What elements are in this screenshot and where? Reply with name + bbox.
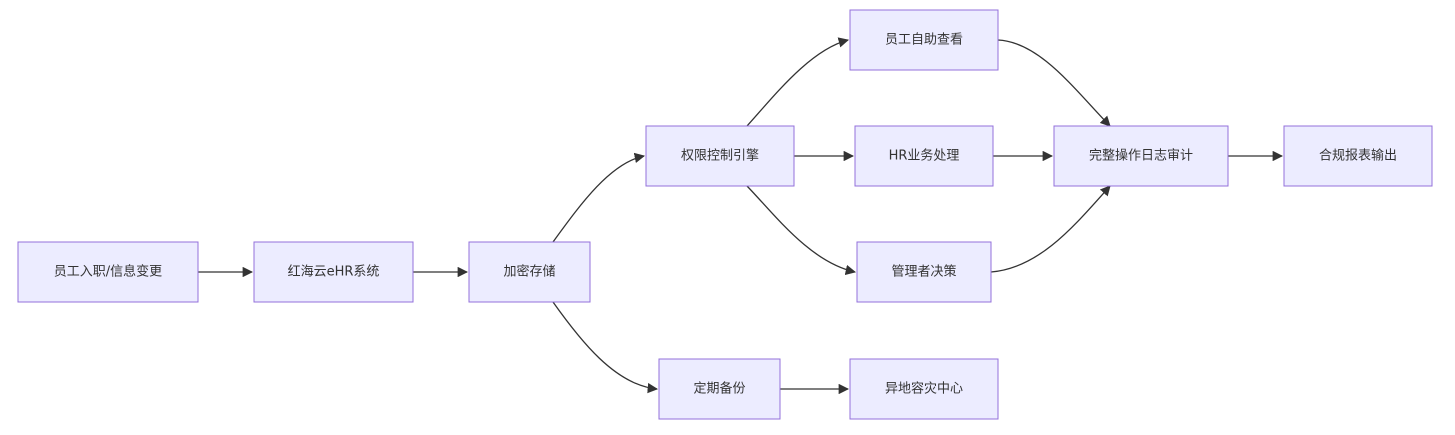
nodes: 员工入职/信息变更 红海云eHR系统 加密存储 权限控制引擎 定期备份 员工自助… [17, 9, 1433, 420]
node-report: 合规报表输出 [1283, 125, 1433, 187]
node-backup-label: 定期备份 [693, 381, 745, 397]
node-audit: 完整操作日志审计 [1053, 125, 1229, 187]
node-disaster: 异地容灾中心 [849, 358, 999, 420]
node-ehr-label: 红海云eHR系统 [288, 264, 380, 280]
node-hrprocess: HR业务处理 [854, 125, 994, 187]
node-encrypt-label: 加密存储 [503, 264, 555, 280]
node-onboard: 员工入职/信息变更 [17, 241, 199, 303]
node-manager-label: 管理者决策 [891, 264, 956, 280]
node-backup: 定期备份 [658, 358, 781, 420]
node-encrypt: 加密存储 [468, 241, 591, 303]
edge-encrypt-to-backup [552, 301, 659, 394]
node-access: 权限控制引擎 [645, 125, 795, 187]
node-access-label: 权限控制引擎 [681, 148, 759, 164]
node-report-label: 合规报表输出 [1319, 148, 1397, 164]
edge-access-to-manager [746, 185, 857, 276]
edge-access-to-selfservice [746, 37, 850, 127]
edges [198, 37, 1284, 395]
node-disaster-label: 异地容灾中心 [885, 381, 963, 397]
node-selfservice-label: 员工自助查看 [885, 32, 963, 48]
node-ehr: 红海云eHR系统 [253, 241, 414, 303]
edge-manager-to-audit [990, 185, 1111, 273]
node-selfservice: 员工自助查看 [849, 9, 999, 71]
node-hrprocess-label: HR业务处理 [889, 148, 960, 164]
node-onboard-label: 员工入职/信息变更 [54, 264, 162, 280]
edge-selfservice-to-audit [997, 39, 1111, 127]
node-manager: 管理者决策 [856, 241, 992, 303]
edge-encrypt-to-access [552, 152, 646, 243]
node-audit-label: 完整操作日志审计 [1089, 148, 1193, 164]
